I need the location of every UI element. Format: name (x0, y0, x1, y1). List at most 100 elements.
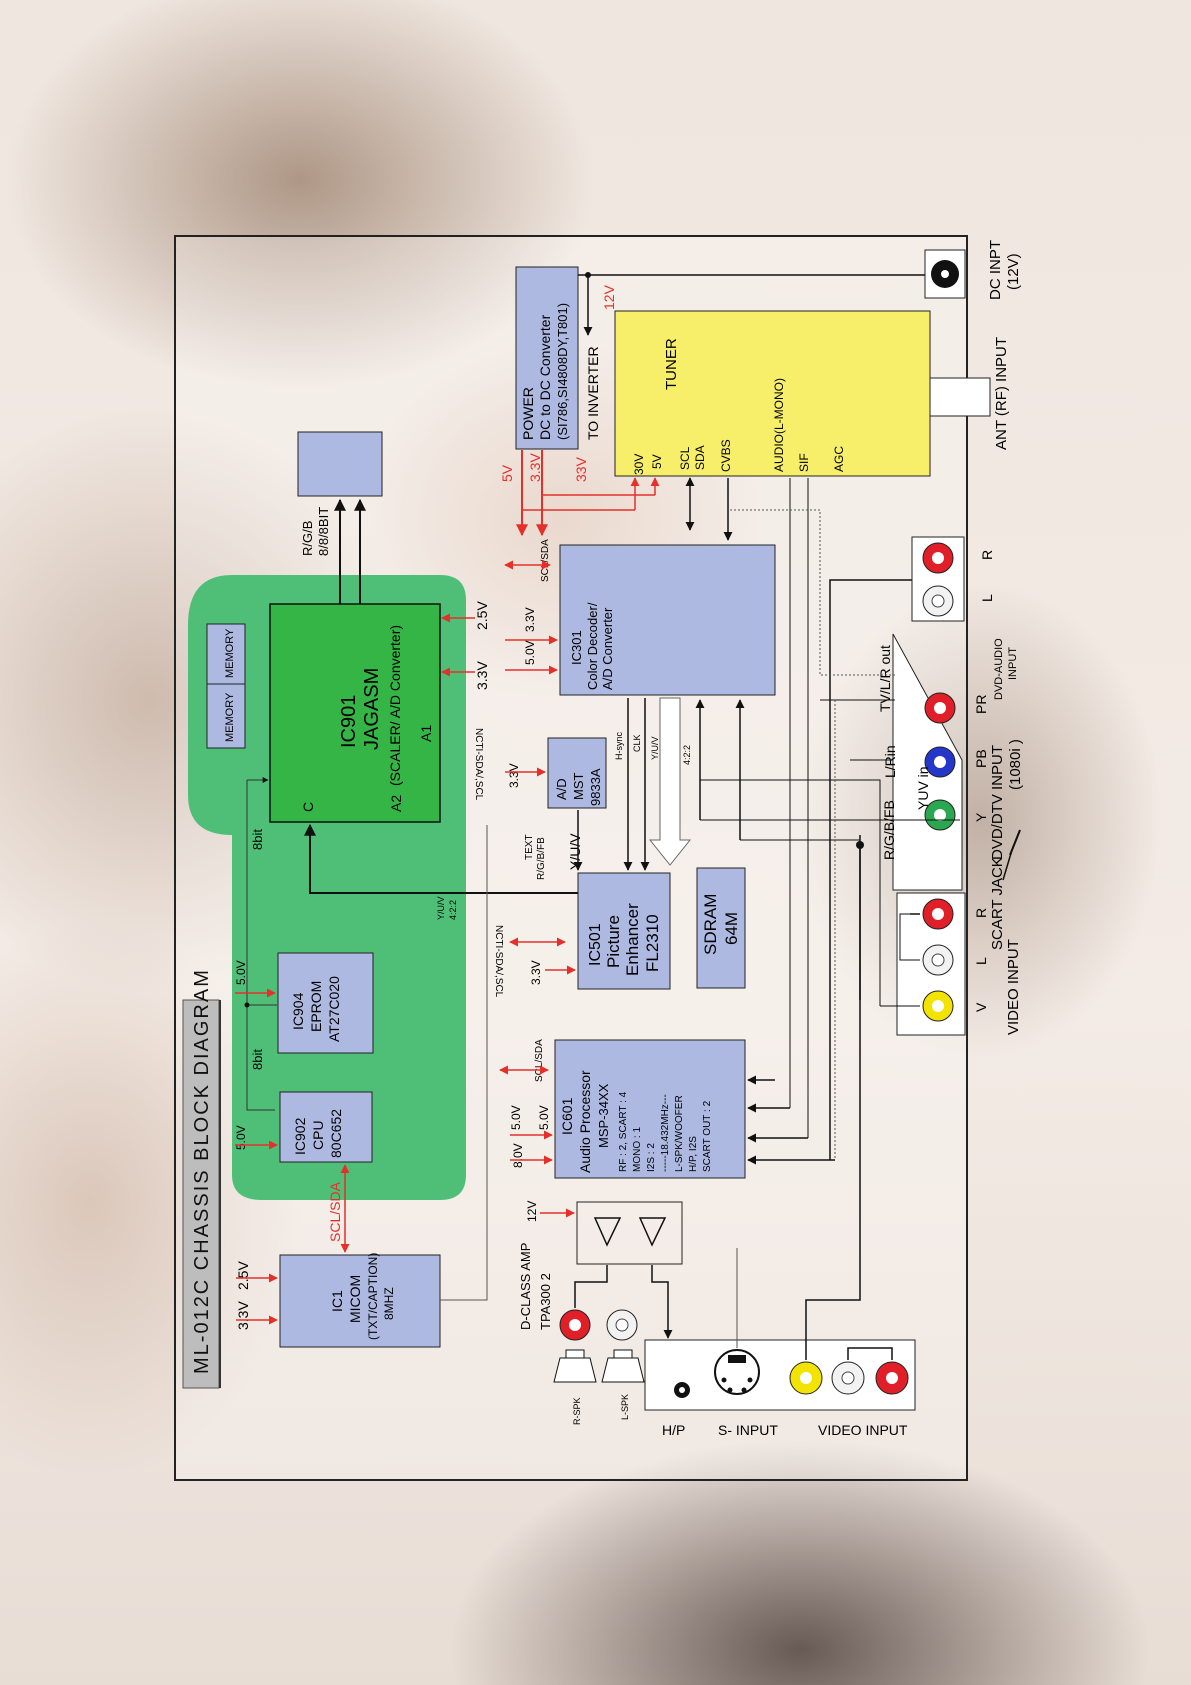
side-input-jacks (674, 1349, 909, 1398)
svg-text:C: C (300, 802, 316, 812)
svg-text:MEMORY: MEMORY (224, 628, 236, 678)
svg-text:CVBS: CVBS (719, 439, 733, 472)
svg-text:CLK: CLK (632, 734, 642, 752)
svg-text:TPA300 2: TPA300 2 (538, 1273, 553, 1330)
svg-text:R: R (973, 908, 989, 918)
ic601-block (554, 1039, 746, 1179)
ad-mst-block (547, 737, 607, 809)
svg-text:JAGASM: JAGASM (361, 668, 383, 750)
svg-text:3.3V: 3.3V (474, 661, 490, 690)
svg-text:IC601: IC601 (559, 1097, 575, 1135)
svg-text:3.3V: 3.3V (235, 1301, 251, 1330)
power-outputs: 5V 3.3V 33V (499, 450, 660, 537)
svg-text:12V: 12V (525, 1201, 539, 1222)
svg-text:Audio Processor: Audio Processor (577, 1070, 593, 1173)
svg-text:(12V): (12V) (1005, 253, 1022, 290)
svg-text:SDA: SDA (693, 445, 707, 470)
svg-text:SCART JACK: SCART JACK (989, 857, 1006, 950)
ic904-block (277, 952, 374, 1054)
svg-text:4:2:2: 4:2:2 (682, 745, 692, 765)
svg-text:Y/U/V: Y/U/V (567, 833, 583, 870)
svg-text:R/G/B/FB: R/G/B/FB (881, 800, 897, 860)
twelve-v-label: 12V (601, 284, 617, 310)
svg-text:H-sync: H-sync (614, 731, 624, 760)
svg-text:AUDIO(L-MONO): AUDIO(L-MONO) (772, 378, 786, 472)
svg-text:VIDEO INPUT: VIDEO INPUT (818, 1422, 908, 1438)
svg-text:5.0V: 5.0V (523, 640, 537, 665)
ant-connector (929, 377, 991, 417)
svg-text:SCL/SDA: SCL/SDA (540, 539, 551, 582)
ic501-block (577, 872, 671, 990)
svg-text:(TXT/CAPTION): (TXT/CAPTION) (366, 1253, 380, 1340)
svg-text:R: R (979, 550, 995, 560)
svg-text:SCL/SDA: SCL/SDA (327, 1181, 343, 1242)
svg-text:H/P, I2S: H/P, I2S (688, 1136, 699, 1172)
ic301-block (559, 544, 776, 696)
svg-text:8MHZ: 8MHZ (382, 1287, 396, 1320)
svg-text:EPROM: EPROM (308, 981, 324, 1032)
svg-text:(SI786,SI4808DY,T801): (SI786,SI4808DY,T801) (555, 303, 570, 440)
tuner-label: TUNER (663, 338, 680, 390)
svg-text:Picture: Picture (604, 915, 623, 968)
svg-text:3.3V: 3.3V (527, 453, 543, 482)
svg-text:A1: A1 (418, 725, 434, 742)
svg-text:5.0V: 5.0V (234, 1125, 248, 1150)
svg-text:8/8/8BIT: 8/8/8BIT (316, 507, 331, 556)
svg-text:AGC: AGC (832, 446, 846, 472)
svg-text:Y/U/V: Y/U/V (436, 896, 446, 920)
svg-text:MEMORY: MEMORY (224, 692, 236, 742)
svg-text:R-SPK: R-SPK (572, 1397, 582, 1425)
svg-text:5.0V: 5.0V (234, 960, 248, 985)
diagram-title: ML-012C CHASSIS BLOCK DIAGRAM (191, 968, 213, 1374)
svg-text:33V: 33V (573, 456, 589, 482)
svg-text:A/D: A/D (554, 778, 569, 800)
svg-text:DVD/DTV INPUT: DVD/DTV INPUT (989, 745, 1006, 860)
svg-text:3.3V: 3.3V (523, 607, 537, 632)
svg-text:64M: 64M (722, 912, 741, 945)
svg-text:TEXT: TEXT (524, 834, 535, 860)
svg-text:80C652: 80C652 (328, 1109, 344, 1158)
svg-text:IC902: IC902 (292, 1117, 308, 1155)
svg-text:R/G/B/FB: R/G/B/FB (536, 837, 547, 880)
svg-text:2.5V: 2.5V (235, 1261, 251, 1290)
svg-text:5V: 5V (499, 464, 515, 482)
svg-text:POWER: POWER (520, 387, 536, 440)
svg-text:FL2310: FL2310 (643, 914, 662, 972)
svg-text:INPUT: INPUT (1007, 647, 1019, 680)
svg-text:MICOM: MICOM (347, 1275, 363, 1323)
rgb-bits-label: R/G/B (300, 521, 315, 556)
dc-input-label: DC INPT (987, 240, 1004, 300)
svg-text:Enhancer: Enhancer (623, 903, 642, 976)
tuner-block (614, 310, 931, 477)
memory-blocks: MEMORY MEMORY (206, 623, 246, 749)
svg-text:MONO : 1: MONO : 1 (632, 1127, 643, 1172)
svg-text:H/P: H/P (662, 1422, 685, 1438)
to-inverter-label: TO INVERTER (585, 346, 601, 440)
svg-text:NCTI-SDA/,SCL: NCTI-SDA/,SCL (473, 728, 484, 801)
speaker-jacks: R-SPK L-SPK (553, 1309, 645, 1425)
svg-text:A2: A2 (388, 795, 404, 812)
svg-text:DVD-AUDIO: DVD-AUDIO (993, 638, 1005, 700)
svg-text:PR: PR (973, 695, 989, 714)
svg-text:CPU: CPU (310, 1120, 326, 1150)
svg-text:SCART OUT : 2: SCART OUT : 2 (702, 1100, 713, 1172)
svg-text:8bit: 8bit (250, 1049, 265, 1070)
power-block (515, 266, 579, 450)
ic901-chip (269, 603, 441, 823)
svg-text:IC901: IC901 (338, 695, 360, 748)
svg-text:AT27C020: AT27C020 (326, 976, 342, 1042)
svg-text:IC1: IC1 (329, 1290, 345, 1312)
svg-text:DC to DC Converter: DC to DC Converter (537, 314, 553, 440)
svg-text:S- INPUT: S- INPUT (718, 1422, 778, 1438)
amp-block (576, 1201, 683, 1265)
svg-text:Y: Y (973, 812, 989, 822)
ant-input-label: ANT (RF) INPUT (993, 337, 1010, 450)
svg-text:RF : 2, SCART : 4: RF : 2, SCART : 4 (618, 1091, 629, 1172)
svg-text:5.0V: 5.0V (509, 1105, 523, 1130)
output-panel-block (297, 431, 383, 497)
svg-text:SCL/SDA: SCL/SDA (534, 1039, 545, 1082)
tuner-pins: 30V 5V SCL SDA CVBS AUDIO(L-MONO) SIF AG… (632, 378, 846, 475)
svg-text:-----18.432MHz---: -----18.432MHz--- (660, 1094, 671, 1172)
